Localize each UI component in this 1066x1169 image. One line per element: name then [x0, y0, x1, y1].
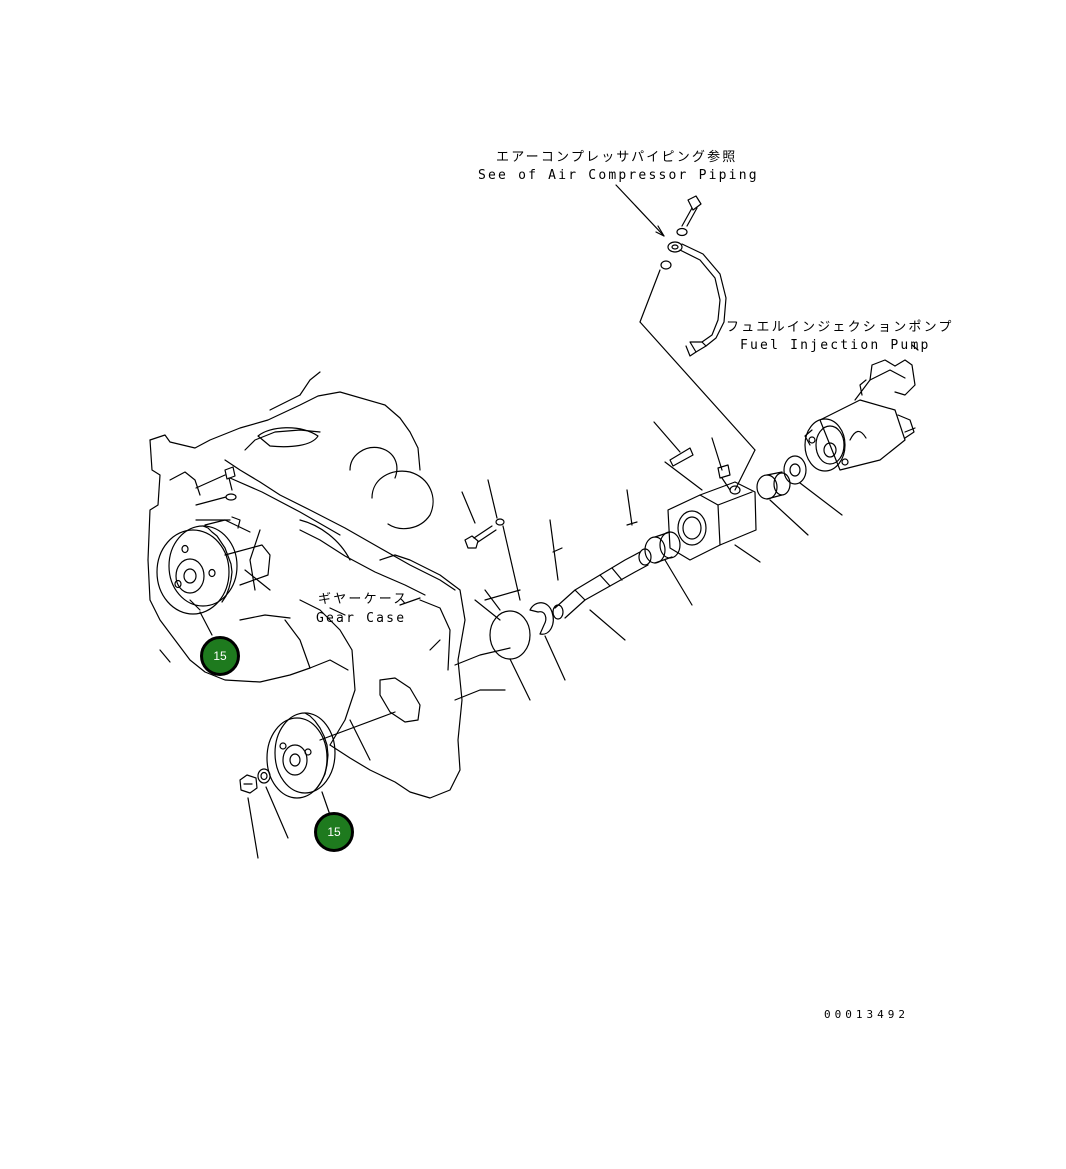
washer-and-nut — [239, 768, 289, 859]
callout-badge-upper-gear[interactable]: 15 — [200, 636, 240, 676]
upper-gear — [156, 519, 271, 636]
coupling-parts — [756, 455, 843, 536]
bushing — [644, 531, 693, 606]
flange-bolts — [461, 479, 521, 601]
air-compressor-pipe — [615, 184, 756, 491]
pump-housing — [653, 421, 761, 563]
fuel-injection-pump — [804, 344, 919, 472]
air-compressor-label-en: See of Air Compressor Piping — [478, 168, 759, 183]
drive-shaft — [549, 489, 652, 641]
retaining-plate — [529, 602, 566, 681]
drawing-number: 00013492 — [824, 1008, 909, 1021]
gear-case-label-jp: ギヤーケース — [318, 592, 409, 607]
fuel-pump-label-en: Fuel Injection Pump — [740, 338, 931, 353]
callout-badge-lower-gear[interactable]: 15 — [314, 812, 354, 852]
upper-left-bolts — [195, 466, 241, 529]
air-compressor-label-jp: エアーコンプレッサパイピング参照 — [496, 150, 738, 165]
gasket — [474, 589, 531, 701]
gear-case-label-en: Gear Case — [316, 611, 407, 626]
fuel-pump-label-jp: フュエルインジェクションポンプ — [726, 320, 954, 335]
lower-gear — [266, 711, 396, 816]
